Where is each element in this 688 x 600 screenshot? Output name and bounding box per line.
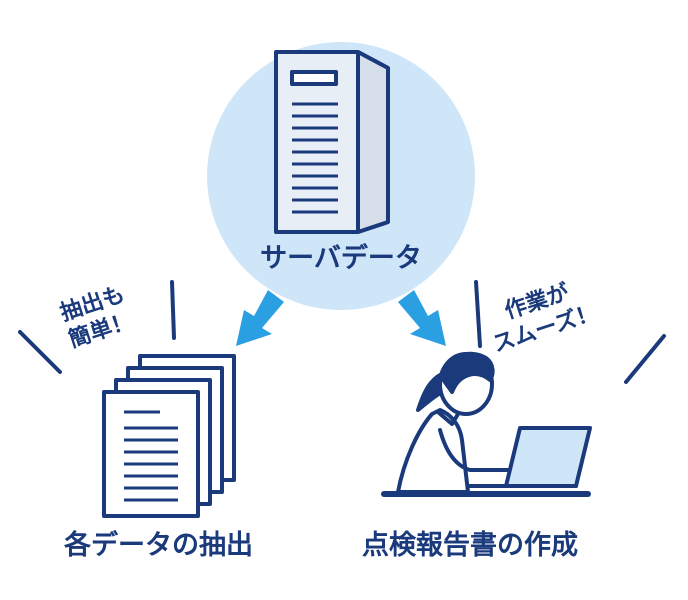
accent-line <box>18 330 62 374</box>
arrow-left <box>236 290 284 346</box>
accent-line <box>474 280 482 348</box>
accent-line <box>624 334 666 384</box>
server-label: サーバデータ <box>260 243 422 274</box>
person-laptop-icon <box>381 351 592 497</box>
arrow-right <box>398 290 446 346</box>
documents-icon <box>102 354 236 518</box>
extraction-label: 各データの抽出 <box>64 530 253 561</box>
server-icon <box>274 50 390 234</box>
report-label: 点検報告書の作成 <box>362 530 578 561</box>
accent-line <box>170 280 176 340</box>
